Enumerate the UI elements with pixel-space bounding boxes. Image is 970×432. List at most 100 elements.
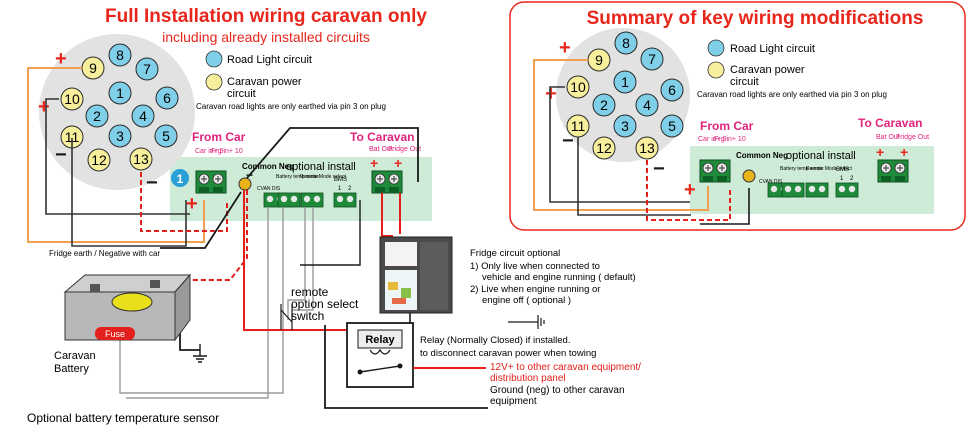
right-terminal-bms <box>835 182 859 198</box>
plus-fridge-out: + <box>394 155 402 171</box>
svg-text:4: 4 <box>643 97 651 113</box>
right-wire-common <box>700 188 750 225</box>
left-from-car: From Car <box>192 130 246 144</box>
terminal-batt-temp <box>277 192 301 208</box>
right-legend-power-swatch <box>707 61 725 79</box>
svg-text:13: 13 <box>133 151 149 167</box>
plug-pin-13: 13 <box>129 147 153 171</box>
right-terminal-remote-mode <box>805 182 829 198</box>
wire-pin11-neg <box>71 138 187 247</box>
badge-number: 1 <box>177 172 184 186</box>
svg-text:5: 5 <box>668 118 676 134</box>
plug-pin-8: 8 <box>108 43 132 67</box>
remote-switch-label-3: switch <box>291 309 324 323</box>
svg-text:11: 11 <box>65 129 80 145</box>
legend-road-swatch <box>205 50 223 68</box>
badge-circle-icon <box>171 169 189 187</box>
svg-text:6: 6 <box>668 82 676 98</box>
svg-text:1: 1 <box>116 85 124 101</box>
wire-pin10 <box>45 98 190 215</box>
right-pin-1: 1 <box>613 70 637 94</box>
lbl-batt-temp: Battery temp sense <box>276 174 319 180</box>
svg-text:3: 3 <box>116 128 124 144</box>
remote-switch-label-1: remote <box>291 285 329 299</box>
col-car-in: Car in+ 9 <box>195 148 224 155</box>
left-car-plug-icon: 8 7 9 1 6 10 2 4 11 3 5 12 13 <box>39 34 195 190</box>
right-lbl-bms-2: 2 <box>850 176 854 182</box>
legend-power-swatch <box>205 73 223 91</box>
ground-icon <box>193 344 207 363</box>
plug-pin-4: 4 <box>131 104 155 128</box>
svg-text:4: 4 <box>139 108 147 124</box>
terminal-from-car <box>195 170 227 194</box>
right-col-frg-in: Frg in+ 10 <box>714 136 746 143</box>
left-subtitle: including already installed circuits <box>162 29 370 45</box>
common-neg-label: Common Neg <box>242 162 294 171</box>
fridge-icon <box>379 236 453 314</box>
right-pin-8: 8 <box>614 31 638 55</box>
right-lbl-bms: BMS <box>836 167 849 173</box>
lbl-bms-2: 2 <box>348 186 352 192</box>
right-pin-13: 13 <box>635 136 659 160</box>
right-earth-note: Caravan road lights are only earthed via… <box>697 90 887 99</box>
right-col-bat-out: Bat Out <box>876 134 900 141</box>
earth-note: Caravan road lights are only earthed via… <box>196 102 386 111</box>
plus-pin9: + <box>55 48 67 70</box>
right-pin-4: 4 <box>635 93 659 117</box>
temp-sensor-label: Optional battery temperature sensor <box>27 411 219 425</box>
right-minus-pin13: − <box>653 158 665 180</box>
terminal-remote-mode <box>300 192 324 208</box>
plug-pin-11: 11 <box>60 125 84 149</box>
right-wire-pin10 <box>549 86 690 203</box>
right-legend-road-label: Road Light circuit <box>730 43 815 55</box>
right-wire-pin11 <box>577 137 691 216</box>
right-plus-pin9: + <box>559 37 571 59</box>
fridge-opt-2: vehicle and engine running ( default) <box>482 272 636 283</box>
ground-icon-relay <box>508 315 545 329</box>
right-terminal-from-car <box>699 159 731 183</box>
svg-text:2: 2 <box>93 108 101 124</box>
lbl-bms: BMS <box>334 177 347 183</box>
right-car-plug-icon: 8 7 9 1 6 10 2 4 11 3 5 12 13 <box>556 28 690 162</box>
right-optional-install-label: optional install <box>786 150 856 162</box>
right-pin-5: 5 <box>660 114 684 138</box>
wire-ground-out <box>324 325 488 409</box>
svg-text:10: 10 <box>64 91 80 107</box>
plug-pin-1: 1 <box>108 81 132 105</box>
right-pin-11: 11 <box>566 114 590 138</box>
out-12v-1: 12V+ to other caravan equipment/ <box>490 362 641 373</box>
legend-power-label-1: Caravan power <box>227 76 302 88</box>
right-pin-3: 3 <box>613 114 637 138</box>
right-legend-power-label-1: Caravan power <box>730 64 805 76</box>
wire-bms <box>300 200 361 266</box>
right-col-car-in: Car in+ 9 <box>698 136 727 143</box>
terminal-to-caravan <box>371 170 403 194</box>
wire-cvan-grey <box>126 207 269 399</box>
svg-text:8: 8 <box>116 47 124 63</box>
right-pin-9: 9 <box>587 48 611 72</box>
svg-text:12: 12 <box>596 140 612 156</box>
svg-text:6: 6 <box>163 90 171 106</box>
right-from-car: From Car <box>700 119 754 133</box>
legend-power-label-2: circuit <box>227 88 256 100</box>
right-terminal-to-caravan <box>877 159 909 183</box>
fridge-opt-title: Fridge circuit optional <box>470 248 560 259</box>
right-pin-2: 2 <box>592 93 616 117</box>
lbl-cvan: CVAN DIS <box>257 186 281 192</box>
plug-pin-12: 12 <box>87 148 111 172</box>
svg-text:9: 9 <box>595 52 603 68</box>
right-plus-car-in: + <box>684 179 696 201</box>
relay-icon <box>346 322 414 388</box>
right-title: Summary of key wiring modifications <box>587 8 924 29</box>
optional-install-label: optional install <box>286 161 356 173</box>
battery-label-1: Caravan <box>54 350 96 362</box>
right-pin-7: 7 <box>640 47 664 71</box>
switch-icon <box>280 304 293 330</box>
plug-pin-10: 10 <box>60 87 84 111</box>
relay-note-1: Relay (Normally Closed) if installed. <box>420 335 570 346</box>
fridge-opt-1: 1) Only live when connected to <box>470 261 600 272</box>
right-legend-road-swatch <box>707 39 725 57</box>
remote-switch-label-2: option select <box>291 297 359 311</box>
right-col-fridge-out: Fridge Out <box>896 134 929 141</box>
